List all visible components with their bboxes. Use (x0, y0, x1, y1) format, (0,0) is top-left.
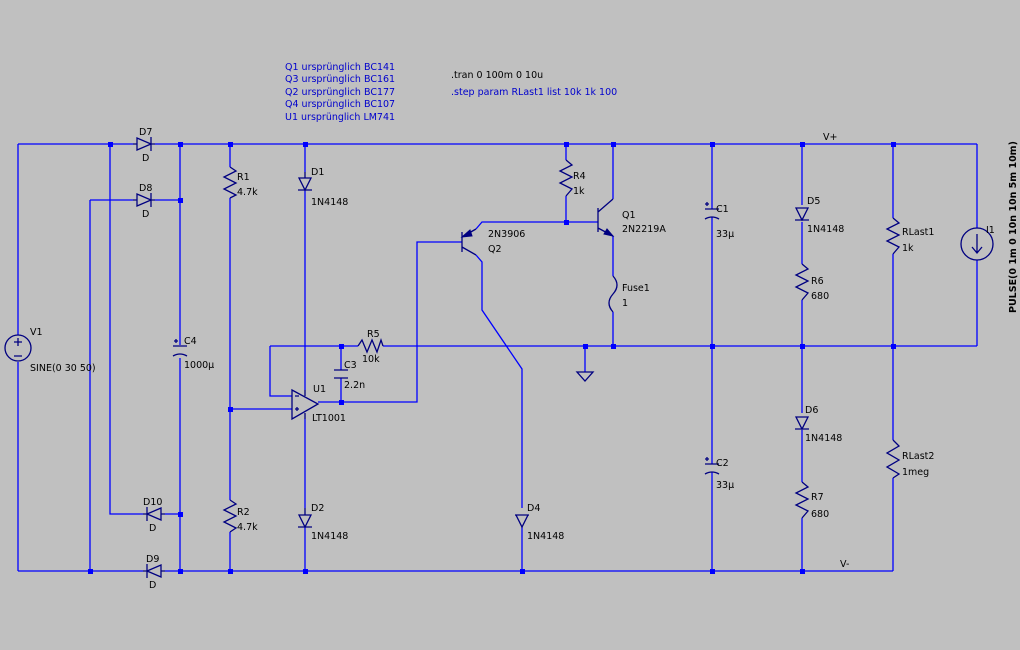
capacitor-c4: C4 1000µ (172, 336, 214, 371)
d1-value: 1N4148 (311, 197, 348, 208)
diode-d1: D1 1N4148 (297, 167, 348, 208)
spice-notes: Q1 ursprünglich BC141 Q3 ursprünglich BC… (285, 62, 617, 123)
diode-d10: D10 D (143, 497, 165, 534)
d8-label: D8 (139, 183, 152, 194)
resistor-r1: R1 4.7k (222, 166, 258, 199)
diode-d7: D7 D (133, 127, 155, 164)
c1-label: C1 (716, 204, 729, 215)
q2-value: 2N3906 (488, 229, 525, 240)
resistor-r2: R2 4.7k (222, 499, 258, 533)
c2-label: C2 (716, 458, 729, 469)
r1-label: R1 (237, 172, 250, 183)
c3-label: C3 (344, 360, 357, 371)
r2-label: R2 (237, 507, 250, 518)
capacitor-c1: C1 33µ (704, 202, 734, 240)
note-q3: Q3 ursprünglich BC161 (285, 74, 395, 85)
resistor-rlast2: RLast2 1meg (885, 439, 934, 479)
r4-value: 1k (573, 186, 585, 197)
d4-value: 1N4148 (527, 531, 564, 542)
diode-d8: D8 D (133, 183, 155, 220)
resistor-r6: R6 680 (794, 263, 829, 302)
d5-value: 1N4148 (807, 224, 844, 235)
diode-d2: D2 1N4148 (297, 503, 348, 542)
resistor-r4: R4 1k (558, 159, 586, 197)
resistor-r5: R5 10k (357, 329, 384, 365)
r1-value: 4.7k (237, 187, 258, 198)
junctions (88, 142, 896, 574)
note-q2: Q2 ursprünglich BC177 (285, 87, 395, 98)
resistor-r7: R7 680 (794, 481, 829, 520)
v1-value: SINE(0 30 50) (30, 363, 96, 374)
c1-value: 33µ (716, 229, 734, 240)
note-q1: Q1 ursprünglich BC141 (285, 62, 395, 73)
net-label-vminus: V- (840, 559, 849, 570)
i1-label: I1 (986, 225, 995, 236)
ground-symbol (575, 371, 595, 382)
fuse1-value: 1 (622, 298, 628, 309)
net-label-vplus: V+ (823, 132, 837, 143)
diode-d9: D9 D (143, 554, 165, 591)
note-q4: Q4 ursprünglich BC107 (285, 99, 395, 110)
d6-label: D6 (805, 405, 818, 416)
d10-value: D (149, 523, 156, 534)
q1-label: Q1 (622, 210, 636, 221)
note-u1: U1 ursprünglich LM741 (285, 112, 395, 123)
i1-value: PULSE(0 1m 0 10n 10n 5m 10m) (1008, 141, 1019, 313)
d2-label: D2 (311, 503, 324, 514)
d5-label: D5 (807, 196, 820, 207)
source-v1: V1 SINE(0 30 50) (4, 327, 96, 374)
wires (17, 143, 978, 572)
c3-value: 2.2n (344, 380, 365, 391)
d2-value: 1N4148 (311, 531, 348, 542)
fuse1-label: Fuse1 (622, 283, 650, 294)
diode-d5: D5 1N4148 (794, 196, 844, 235)
r6-label: R6 (811, 276, 824, 287)
d6-value: 1N4148 (805, 433, 842, 444)
diode-d4: D4 1N4148 (514, 503, 564, 542)
c2-value: 33µ (716, 480, 734, 491)
d4-label: D4 (527, 503, 540, 514)
u1-value: LT1001 (312, 413, 346, 424)
r6-value: 680 (811, 291, 829, 302)
capacitor-c3: C3 2.2n (334, 360, 365, 391)
u1-label: U1 (313, 384, 326, 395)
transistor-q2: 2N3906 Q2 (460, 228, 525, 256)
transistor-q1: Q1 2N2219A (597, 198, 666, 237)
d1-label: D1 (311, 167, 324, 178)
current-source-i1: I1 PULSE(0 1m 0 10n 10n 5m 10m) (960, 141, 1019, 313)
d10-label: D10 (143, 497, 162, 508)
q1-value: 2N2219A (622, 224, 666, 235)
opamp-u1: U1 LT1001 (291, 384, 346, 424)
d9-label: D9 (146, 554, 159, 565)
c4-label: C4 (184, 336, 197, 347)
capacitor-c2: C2 33µ (704, 457, 734, 491)
c4-value: 1000µ (184, 360, 214, 371)
tran-directive: .tran 0 100m 0 10u (451, 70, 543, 81)
fuse-fuse1: Fuse1 1 (608, 275, 650, 313)
rlast1-label: RLast1 (902, 227, 934, 238)
d9-value: D (149, 580, 156, 591)
q2-label: Q2 (488, 244, 502, 255)
resistor-rlast1: RLast1 1k (885, 217, 934, 255)
rlast2-value: 1meg (902, 467, 929, 478)
r4-label: R4 (573, 171, 586, 182)
d8-value: D (142, 209, 149, 220)
r2-value: 4.7k (237, 522, 258, 533)
step-directive: .step param RLast1 list 10k 1k 100 (451, 87, 617, 98)
diode-d6: D6 1N4148 (794, 405, 842, 444)
rlast1-value: 1k (902, 243, 914, 254)
rlast2-label: RLast2 (902, 451, 934, 462)
d7-label: D7 (139, 127, 152, 138)
r7-label: R7 (811, 492, 824, 503)
r5-label: R5 (367, 329, 380, 340)
r7-value: 680 (811, 509, 829, 520)
d7-value: D (142, 153, 149, 164)
r5-value: 10k (362, 354, 380, 365)
v1-label: V1 (30, 327, 43, 338)
